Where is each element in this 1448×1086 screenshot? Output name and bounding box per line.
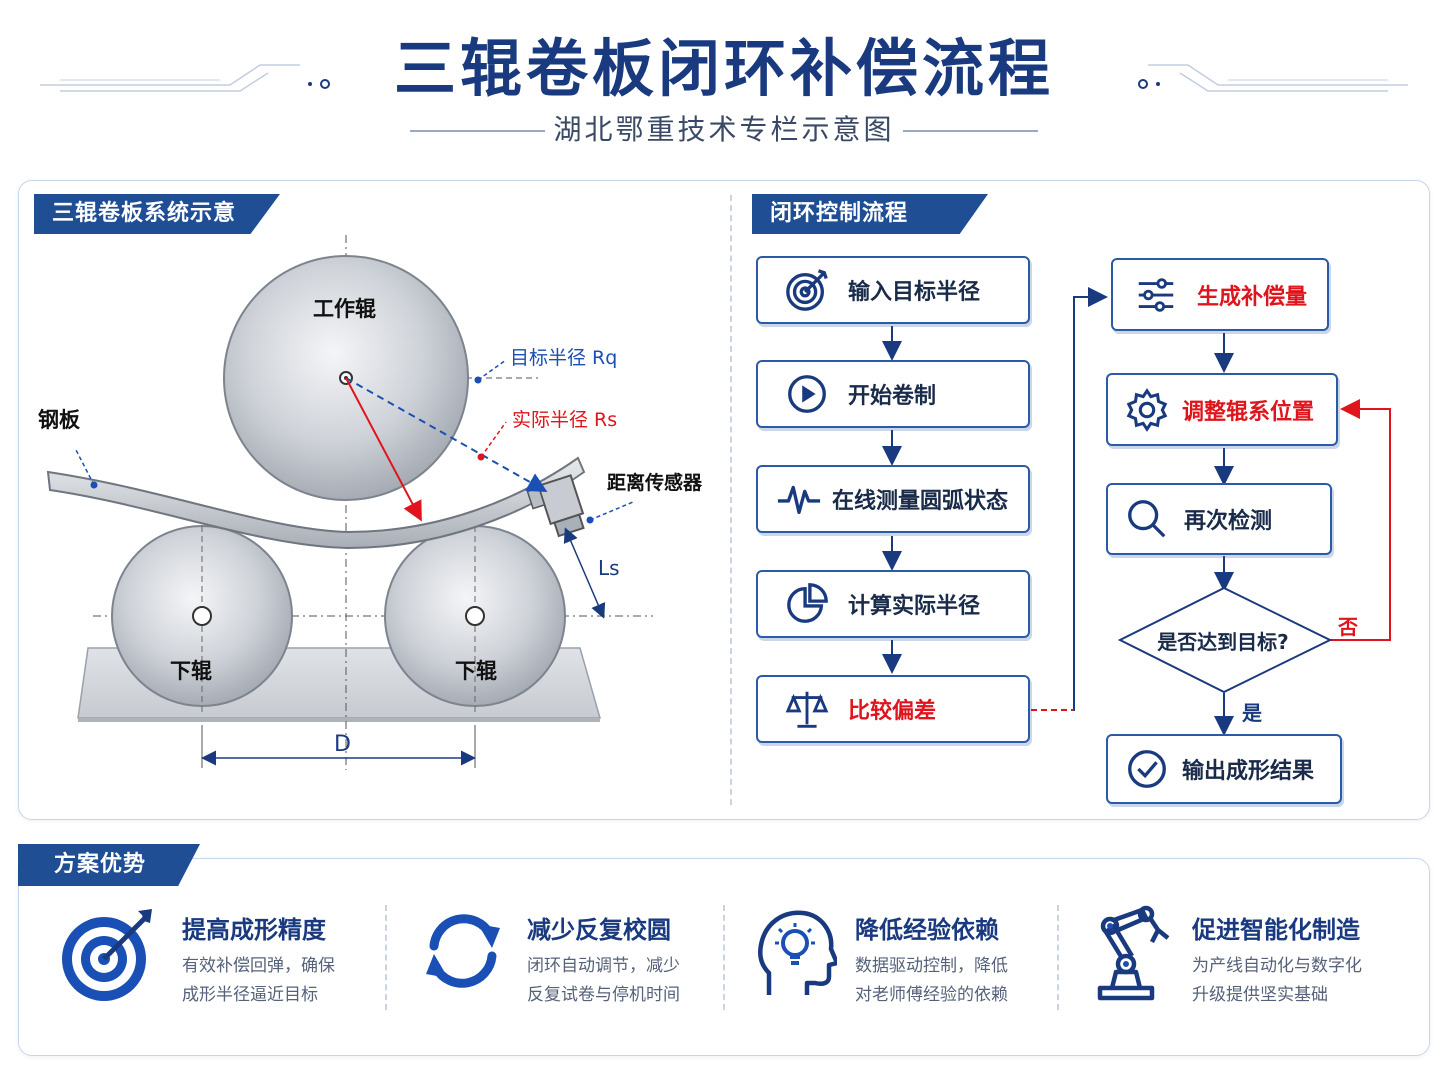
distance-sensor (526, 474, 585, 538)
advantage-desc-4b: 升级提供坚实基础 (1192, 985, 1328, 1005)
decision-yes-label: 是 (1242, 701, 1262, 725)
label-d: D (334, 732, 351, 757)
lower-roll-left (111, 516, 293, 716)
advantage-desc-2a: 闭环自动调节，减少 (527, 956, 680, 976)
label-target-radius: 目标半径 Rq (510, 347, 618, 369)
panel-divider (730, 195, 732, 805)
advantage-title-4: 促进智能化制造 (1192, 916, 1360, 944)
steel-plate (46, 456, 586, 550)
flow-step-online-measure: 在线测量圆弧状态 (756, 465, 1030, 533)
divider-2 (723, 905, 725, 1010)
pie-chart-icon (787, 583, 828, 623)
section-tag-system: 三辊卷板系统示意 (34, 194, 280, 234)
sliders-icon (1138, 277, 1174, 312)
flow-step-calc-actual-radius: 计算实际半径 (756, 570, 1030, 638)
advantage-desc-1b: 成形半径逼近目标 (182, 985, 318, 1005)
subtitle-rule-left (410, 130, 545, 132)
header-decoration (40, 64, 1408, 92)
page-title: 三辊卷板闭环补偿流程 (393, 32, 1054, 105)
flow-step-label: 输出成形结果 (1182, 759, 1315, 784)
advantage-desc-2b: 反复试卷与停机时间 (527, 985, 680, 1005)
label-ls: Ls (598, 556, 620, 580)
label-steel-plate: 钢板 (38, 408, 80, 432)
divider-1 (385, 905, 387, 1010)
flow-connectors (882, 287, 1391, 736)
page-subtitle: 湖北鄂重技术专栏示意图 (553, 113, 895, 146)
target-icon (786, 269, 828, 311)
divider-3 (1057, 905, 1059, 1010)
three-roll-diagram (46, 235, 653, 770)
subtitle-rule-right (903, 130, 1038, 132)
flow-step-output-result: 输出成形结果 (1106, 734, 1342, 804)
advantage-title-1: 提高成形精度 (182, 916, 326, 944)
flow-step-compare-deviation: 比较偏差 (756, 675, 1030, 743)
label-actual-radius: 实际半径 Rs (512, 409, 618, 431)
flow-step-label: 比较偏差 (848, 699, 937, 724)
label-work-roll: 工作辊 (313, 297, 376, 321)
flow-step-input-target-radius: 输入目标半径 (756, 256, 1030, 324)
advantage-desc-3b: 对老师傅经验的依赖 (855, 985, 1008, 1005)
decision-diamond (1117, 586, 1333, 694)
advantage-desc-4a: 为产线自动化与数字化 (1192, 956, 1362, 976)
robot-arm-icon (1097, 905, 1170, 1001)
flow-step-label: 调整辊系位置 (1182, 399, 1315, 425)
check-circle-icon (1128, 750, 1166, 788)
flow-step-label: 在线测量圆弧状态 (832, 489, 1009, 514)
label-lower-roll-left: 下辊 (170, 659, 212, 683)
flow-step-label: 计算实际半径 (848, 594, 981, 619)
advantage-title-3: 降低经验依赖 (855, 916, 999, 944)
advantage-title-2: 减少反复校圆 (527, 916, 671, 944)
head-lightbulb-icon (758, 910, 837, 995)
refresh-icon (426, 914, 500, 988)
flow-step-recheck: 再次检测 (1106, 483, 1332, 555)
advantage-desc-1a: 有效补偿回弹，确保 (182, 956, 335, 976)
advantage-desc-3a: 数据驱动控制，降低 (855, 956, 1008, 976)
play-icon (788, 375, 826, 413)
flow-step-label: 再次检测 (1184, 509, 1273, 534)
decision-no-label: 否 (1338, 615, 1358, 639)
target-arrow-icon (62, 909, 152, 1001)
flow-step-adjust-roll-position: 调整辊系位置 (1106, 373, 1338, 446)
flow-step-label: 开始卷制 (848, 384, 937, 409)
section-tag-flow: 闭环控制流程 (752, 194, 988, 234)
flow-step-start-rolling: 开始卷制 (756, 360, 1030, 428)
waveform-icon (777, 485, 821, 515)
section-tag-advantages: 方案优势 (18, 844, 200, 886)
gear-icon (1126, 387, 1168, 432)
search-icon (1128, 500, 1166, 538)
label-lower-roll-right: 下辊 (455, 659, 497, 683)
flow-step-label: 输入目标半径 (848, 280, 981, 305)
flow-step-label: 生成补偿量 (1197, 284, 1308, 310)
balance-scale-icon (785, 691, 829, 728)
decision-label: 是否达到目标? (1157, 630, 1289, 654)
label-distance-sensor: 距离传感器 (607, 472, 703, 494)
flow-step-generate-compensation: 生成补偿量 (1111, 258, 1329, 331)
